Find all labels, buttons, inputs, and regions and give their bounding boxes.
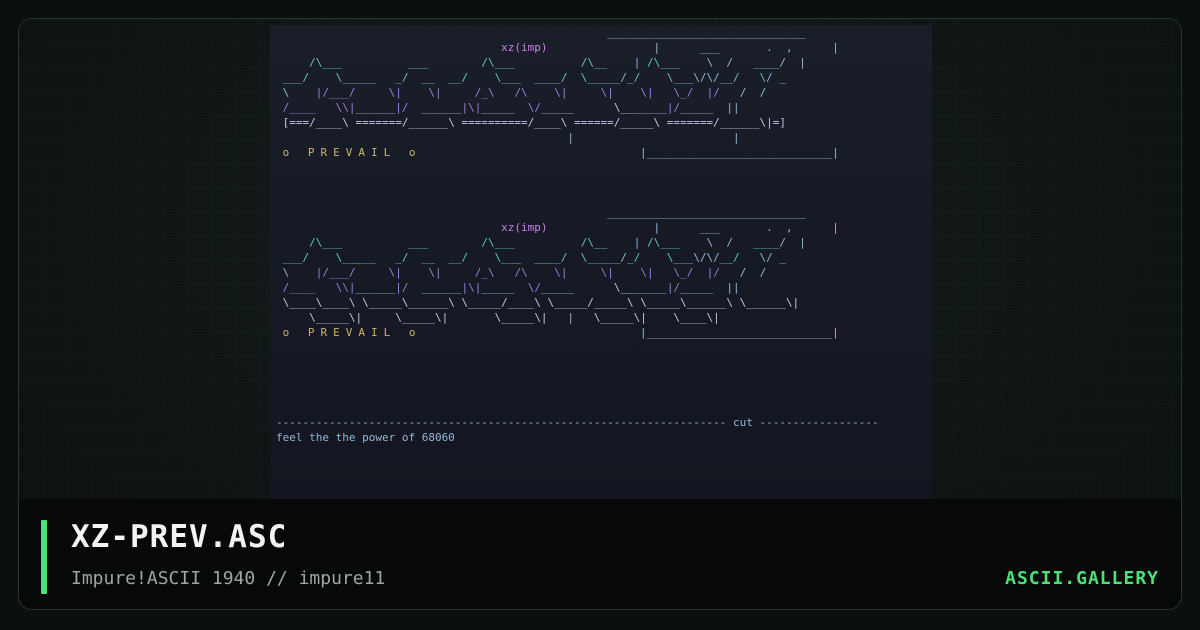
prevail-line-1: o PREVAIL o xyxy=(282,146,422,159)
ascii-art-block: ______________________________ xz(imp) |… xyxy=(276,26,879,444)
art-subtitle: Impure!ASCII 1940 // impure11 xyxy=(71,568,386,589)
art-tag-1: xz(imp) xyxy=(501,41,548,54)
brand-link[interactable]: ASCII.GALLERY xyxy=(1005,568,1159,589)
info-bar: XZ-PREV.ASC Impure!ASCII 1940 // impure1… xyxy=(19,499,1181,609)
art-tag-2: xz(imp) xyxy=(501,221,548,234)
ascii-art-preview[interactable]: ______________________________ xz(imp) |… xyxy=(270,25,932,501)
divider-label: cut xyxy=(732,416,753,429)
footer-text: feel the the power of 68060 xyxy=(276,431,455,444)
accent-stripe xyxy=(41,520,47,594)
page-title: XZ-PREV.ASC xyxy=(71,519,288,555)
gallery-card: ______________________________ xz(imp) |… xyxy=(18,18,1182,610)
prevail-line-2: o PREVAIL o xyxy=(282,326,422,339)
